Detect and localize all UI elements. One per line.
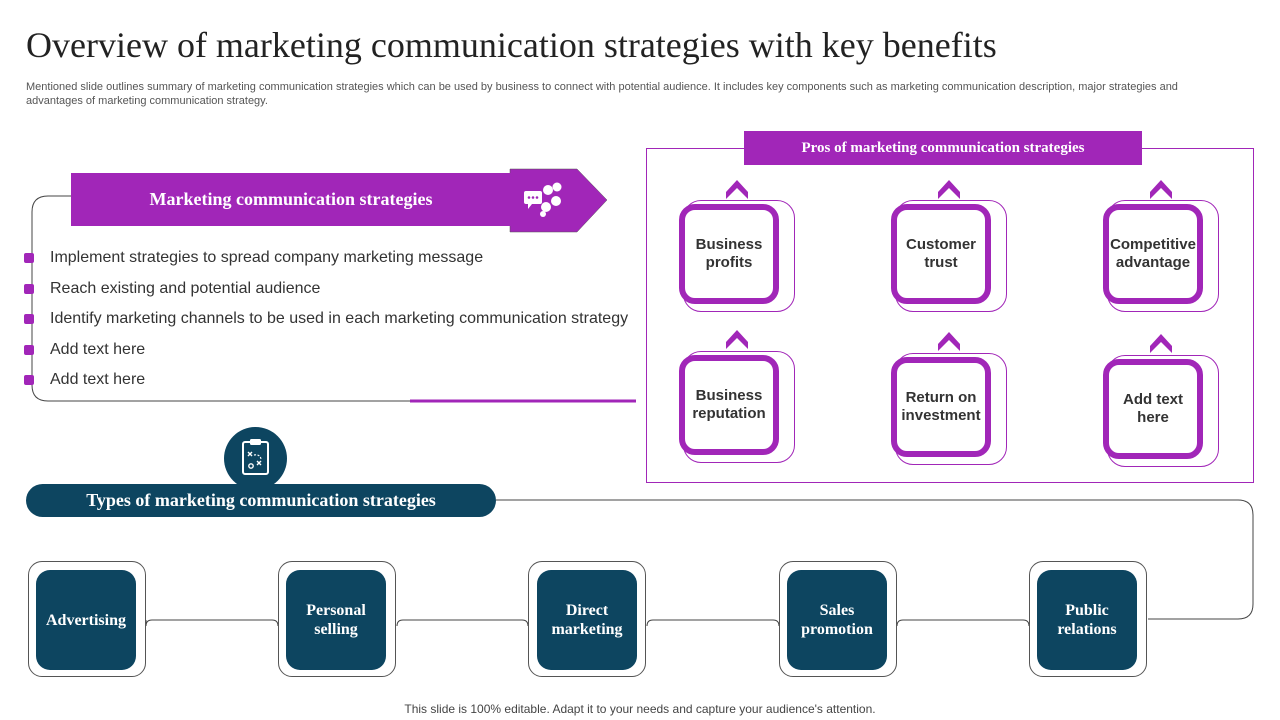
type-public-relations: Public relations xyxy=(1037,570,1137,670)
pro-card-return-on-investment: Return on investment xyxy=(891,357,991,457)
pro-card-customer-trust: Customer trust xyxy=(891,204,991,304)
pros-title: Pros of marketing communication strategi… xyxy=(744,131,1142,165)
list-item: Add text here xyxy=(24,335,628,366)
type-advertising: Advertising xyxy=(36,570,136,670)
pro-card-business-profits: Business profits xyxy=(679,204,779,304)
page-title: Overview of marketing communication stra… xyxy=(26,25,997,65)
clipboard-strategy-icon xyxy=(242,439,269,475)
types-banner: Types of marketing communication strateg… xyxy=(26,484,496,517)
bullet-dot xyxy=(24,253,34,264)
page-subtitle: Mentioned slide outlines summary of mark… xyxy=(26,81,1178,107)
pro-card-add-text: Add text here xyxy=(1103,359,1203,459)
bullet-dot xyxy=(24,314,34,325)
list-item: Reach existing and potential audience xyxy=(24,274,628,305)
chat-bubbles-icon xyxy=(524,182,562,217)
footer-note: This slide is 100% editable. Adapt it to… xyxy=(404,702,876,716)
type-sales-promotion: Sales promotion xyxy=(787,570,887,670)
list-item: Identify marketing channels to be used i… xyxy=(24,304,628,335)
strategies-banner: Marketing communication strategies xyxy=(71,173,511,226)
type-personal-selling: Personal selling xyxy=(286,570,386,670)
pro-card-competitive-advantage: Competitive advantage xyxy=(1103,204,1203,304)
bullet-dot xyxy=(24,375,34,386)
bullet-dot xyxy=(24,283,34,294)
bullet-dot xyxy=(24,344,34,355)
clipboard-strategy-icon-badge xyxy=(224,427,287,490)
pro-card-business-reputation: Business reputation xyxy=(679,355,779,455)
type-direct-marketing: Direct marketing xyxy=(537,570,637,670)
list-item: Implement strategies to spread company m… xyxy=(24,243,628,274)
list-item: Add text here xyxy=(24,365,628,396)
strategies-bullet-list: Implement strategies to spread company m… xyxy=(24,243,628,396)
